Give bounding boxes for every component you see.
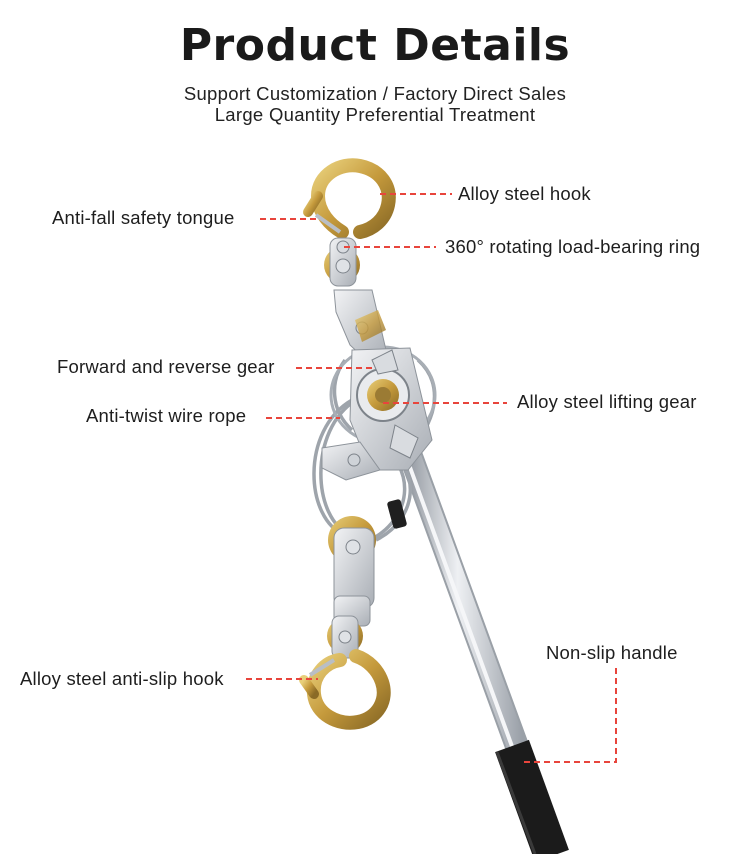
gear-body xyxy=(321,347,433,481)
label-alloy-steel-hook: Alloy steel hook xyxy=(458,183,591,204)
subtitle-line-1: Support Customization / Factory Direct S… xyxy=(183,83,567,104)
subtitle-line-2: Large Quantity Preferential Treatment xyxy=(214,104,536,125)
safety-tongue xyxy=(314,213,342,234)
label-anti-slip-hook: Alloy steel anti-slip hook xyxy=(20,668,224,689)
rope-clip xyxy=(387,499,407,529)
bottom-hook xyxy=(299,649,391,730)
page-title: Product Details xyxy=(179,20,571,71)
lower-block xyxy=(327,516,376,659)
top-hook xyxy=(303,158,396,287)
label-lifting-gear: Alloy steel lifting gear xyxy=(517,391,697,412)
leader-non-slip-handle xyxy=(520,668,617,763)
label-forward-reverse-gear: Forward and reverse gear xyxy=(57,356,275,377)
label-rotating-ring: 360° rotating load-bearing ring xyxy=(445,236,701,257)
leader-lines xyxy=(246,193,617,763)
label-anti-fall-tongue: Anti-fall safety tongue xyxy=(52,207,235,228)
handle xyxy=(393,428,569,854)
label-non-slip-handle: Non-slip handle xyxy=(546,642,678,663)
label-wire-rope: Anti-twist wire rope xyxy=(86,405,247,426)
handle-grip xyxy=(495,739,569,854)
